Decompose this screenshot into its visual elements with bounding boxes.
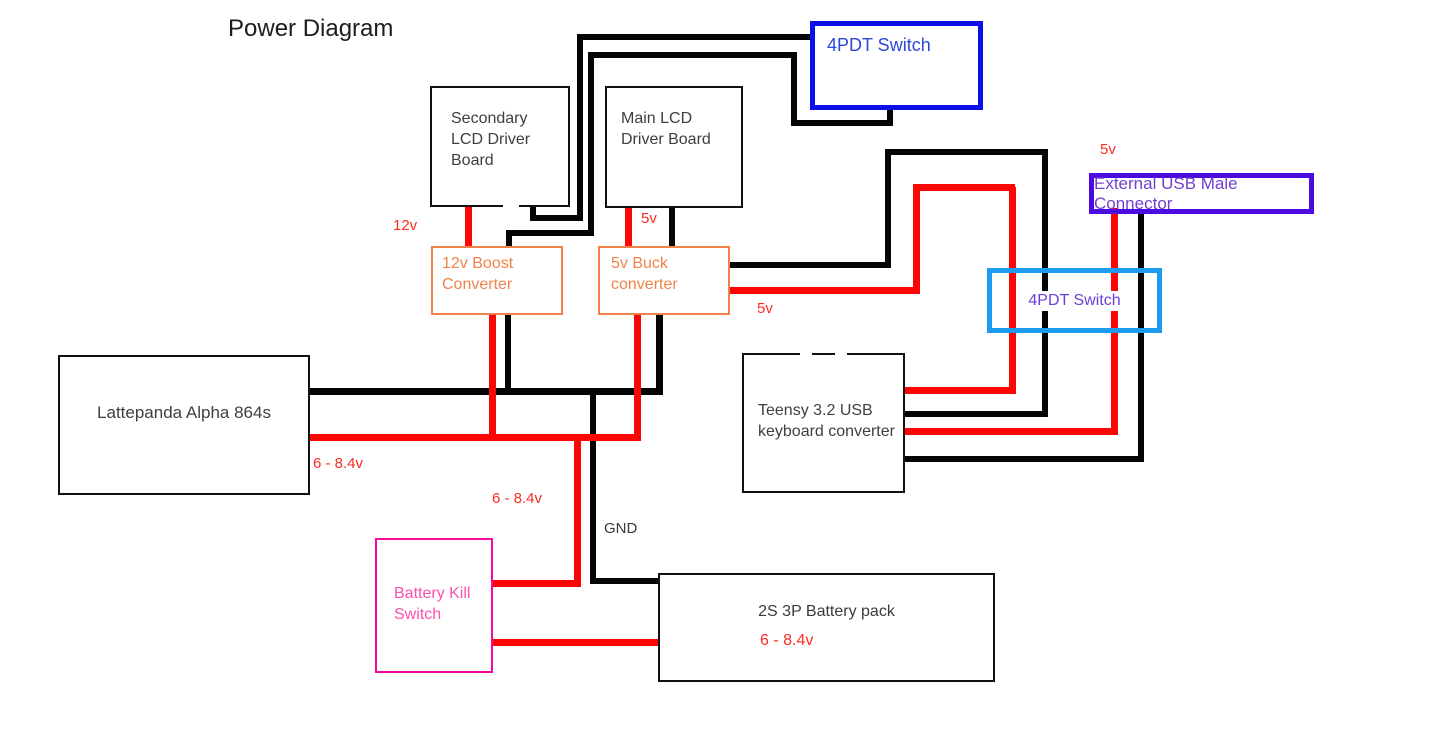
wire-black-second-riser	[588, 52, 594, 236]
wire-red-buck-supply-v	[634, 315, 641, 441]
wire-black-loop-left-v	[885, 149, 891, 268]
box-main-lcd-driver: Main LCD Driver Board	[605, 86, 743, 208]
box-teensy-keyboard-converter: Teensy 3.2 USB keyboard converter	[742, 353, 905, 493]
box-external-usb-male-connector: External USB Male Connector	[1089, 173, 1314, 214]
external-usb-label: External USB Male Connector	[1094, 173, 1238, 213]
wire-red-killswitch-feed-h	[493, 580, 578, 587]
label-5v-buck-output: 5v	[757, 300, 773, 317]
wire-red-teensy-h1	[905, 387, 1016, 394]
wire-black-loop-top-h	[885, 149, 1048, 155]
lattepanda-label: Lattepanda Alpha 864s	[97, 403, 271, 422]
box-12v-boost-converter: 12v Boost Converter	[431, 246, 563, 315]
wire-red-supply-bus	[310, 434, 640, 441]
wire-red-loop-left-v	[913, 184, 920, 291]
wire-red-loop-right-v	[1009, 187, 1016, 394]
teensy-label: Teensy 3.2 USB keyboard converter	[758, 402, 895, 440]
main-lcd-label: Main LCD Driver Board	[621, 110, 711, 148]
box-5v-buck-converter: 5v Buck converter	[598, 246, 730, 315]
teensy-border-gap-1	[800, 351, 812, 356]
4pdt-switch-mid-label: 4PDT Switch	[1024, 290, 1125, 311]
box-secondary-lcd-driver: Secondary LCD Driver Board	[430, 86, 570, 207]
battery-kill-switch-label: Battery Kill Switch	[394, 585, 471, 623]
wire-black-buck-gnd-v	[656, 315, 663, 395]
wire-black-left-riser	[577, 37, 583, 221]
wire-black-mainlcd-to-buck	[669, 208, 675, 247]
wire-black-boost-gnd-v	[505, 315, 511, 391]
wire-black-gnd-drop-v	[590, 392, 596, 584]
wire-black-teensy-h2	[905, 456, 1144, 462]
wire-red-5v-mainlcd	[625, 208, 632, 248]
wire-red-buck-out-h	[730, 287, 920, 294]
wire-red-usb-drop-v	[1111, 208, 1118, 435]
wire-black-boost-elbow-h	[506, 230, 594, 236]
wire-black-boost-elbow-v	[506, 230, 512, 248]
wire-black-ground-bus	[310, 388, 660, 395]
wire-black-switchtop-stub-v	[887, 107, 893, 126]
wire-red-loop-top-h	[913, 184, 1015, 191]
label-12v: 12v	[393, 217, 418, 234]
label-6-8-4v-lattepanda: 6 - 8.4v	[313, 455, 364, 472]
box-battery-pack: 2S 3P Battery pack 6 - 8.4v	[658, 573, 995, 682]
wire-black-top-run	[577, 34, 815, 40]
secondary-lcd-label: Secondary LCD Driver Board	[451, 110, 531, 169]
label-gnd: GND	[604, 520, 638, 537]
wire-black-switchtop-drop-v	[791, 52, 797, 126]
wire-red-killswitch-battery-h	[493, 639, 658, 646]
wire-black-secondary-stub-h	[530, 215, 583, 221]
page-title: Power Diagram	[228, 15, 394, 42]
wire-red-12v-secondary	[465, 207, 472, 248]
battery-voltage-label: 6 - 8.4v	[760, 632, 814, 649]
wire-black-second-run	[588, 52, 797, 58]
wire-black-teensy-h1	[905, 411, 1048, 417]
buck-converter-label: 5v Buck converter	[611, 255, 678, 293]
wire-red-boost-supply-v	[489, 315, 496, 441]
label-5v-main-lcd: 5v	[641, 210, 657, 227]
wire-red-teensy-h2	[905, 428, 1118, 435]
battery-pack-label: 2S 3P Battery pack	[758, 603, 895, 620]
label-5v-usb: 5v	[1100, 141, 1116, 158]
4pdt-switch-top-label: 4PDT Switch	[827, 35, 931, 55]
box-4pdt-switch-mid: 4PDT Switch	[987, 268, 1162, 333]
box-lattepanda-alpha: Lattepanda Alpha 864s	[58, 355, 310, 495]
wire-black-secondary-stub-v	[530, 207, 536, 221]
wire-red-killswitch-feed-v	[574, 438, 581, 587]
box-4pdt-switch-top: 4PDT Switch	[810, 21, 983, 110]
boost-converter-label: 12v Boost Converter	[442, 255, 514, 293]
label-6-8-4v-killswitch: 6 - 8.4v	[492, 490, 543, 507]
wire-black-buck-out-h	[730, 262, 888, 268]
wire-black-usb-drop-v	[1138, 211, 1144, 462]
wire-black-switchtop-under-h	[791, 120, 893, 126]
wire-black-loop-right-v	[1042, 152, 1048, 417]
wire-black-gnd-to-battery-h	[590, 578, 658, 584]
teensy-border-gap-2	[835, 351, 847, 356]
secondary-border-gap	[503, 204, 519, 208]
box-battery-kill-switch: Battery Kill Switch	[375, 538, 493, 673]
